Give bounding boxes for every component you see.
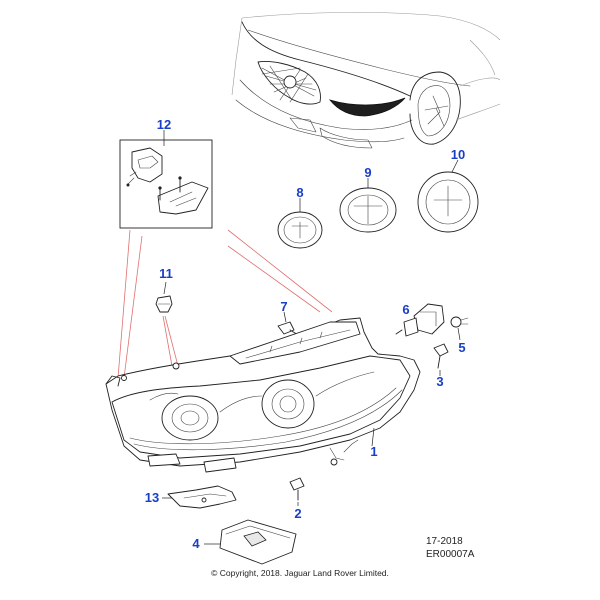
callout-4: 4 — [192, 536, 200, 551]
copyright-notice: © Copyright, 2018. Jaguar Land Rover Lim… — [211, 568, 389, 578]
part-13-bracket: 13 — [145, 485, 237, 509]
part-2-screw: 2 — [289, 477, 305, 521]
part-4-control-module: 4 — [192, 519, 297, 565]
part-12-bracket-kit: 12 — [119, 117, 213, 229]
part-6-bulb: 6 — [395, 302, 445, 337]
callout-11: 11 — [159, 266, 173, 281]
part-7-bolt: 7 — [277, 299, 301, 337]
callout-2: 2 — [294, 506, 301, 521]
callout-8: 8 — [296, 185, 303, 200]
callout-5: 5 — [458, 340, 465, 355]
callout-12: 12 — [157, 117, 171, 132]
reference-date: 17-2018 — [426, 536, 463, 547]
guide-lines — [117, 229, 333, 379]
callout-1: 1 — [370, 444, 377, 459]
part-5-bulb: 5 — [450, 316, 469, 355]
reference-code: ER00007A — [426, 549, 475, 560]
callout-7: 7 — [280, 299, 287, 314]
vehicle-front-illustration — [231, 12, 501, 149]
part-8-cover: 8 — [277, 185, 323, 249]
callout-3: 3 — [436, 374, 443, 389]
part-1-headlamp-assembly: 1 — [105, 317, 421, 473]
callout-10: 10 — [451, 147, 465, 162]
part-11-clip: 11 — [155, 266, 173, 313]
callout-13: 13 — [145, 490, 159, 505]
callout-9: 9 — [364, 165, 371, 180]
part-9-cover: 9 — [339, 165, 397, 233]
part-10-cover: 10 — [417, 147, 479, 233]
part-3-screw: 3 — [433, 343, 449, 389]
callout-6: 6 — [402, 302, 409, 317]
